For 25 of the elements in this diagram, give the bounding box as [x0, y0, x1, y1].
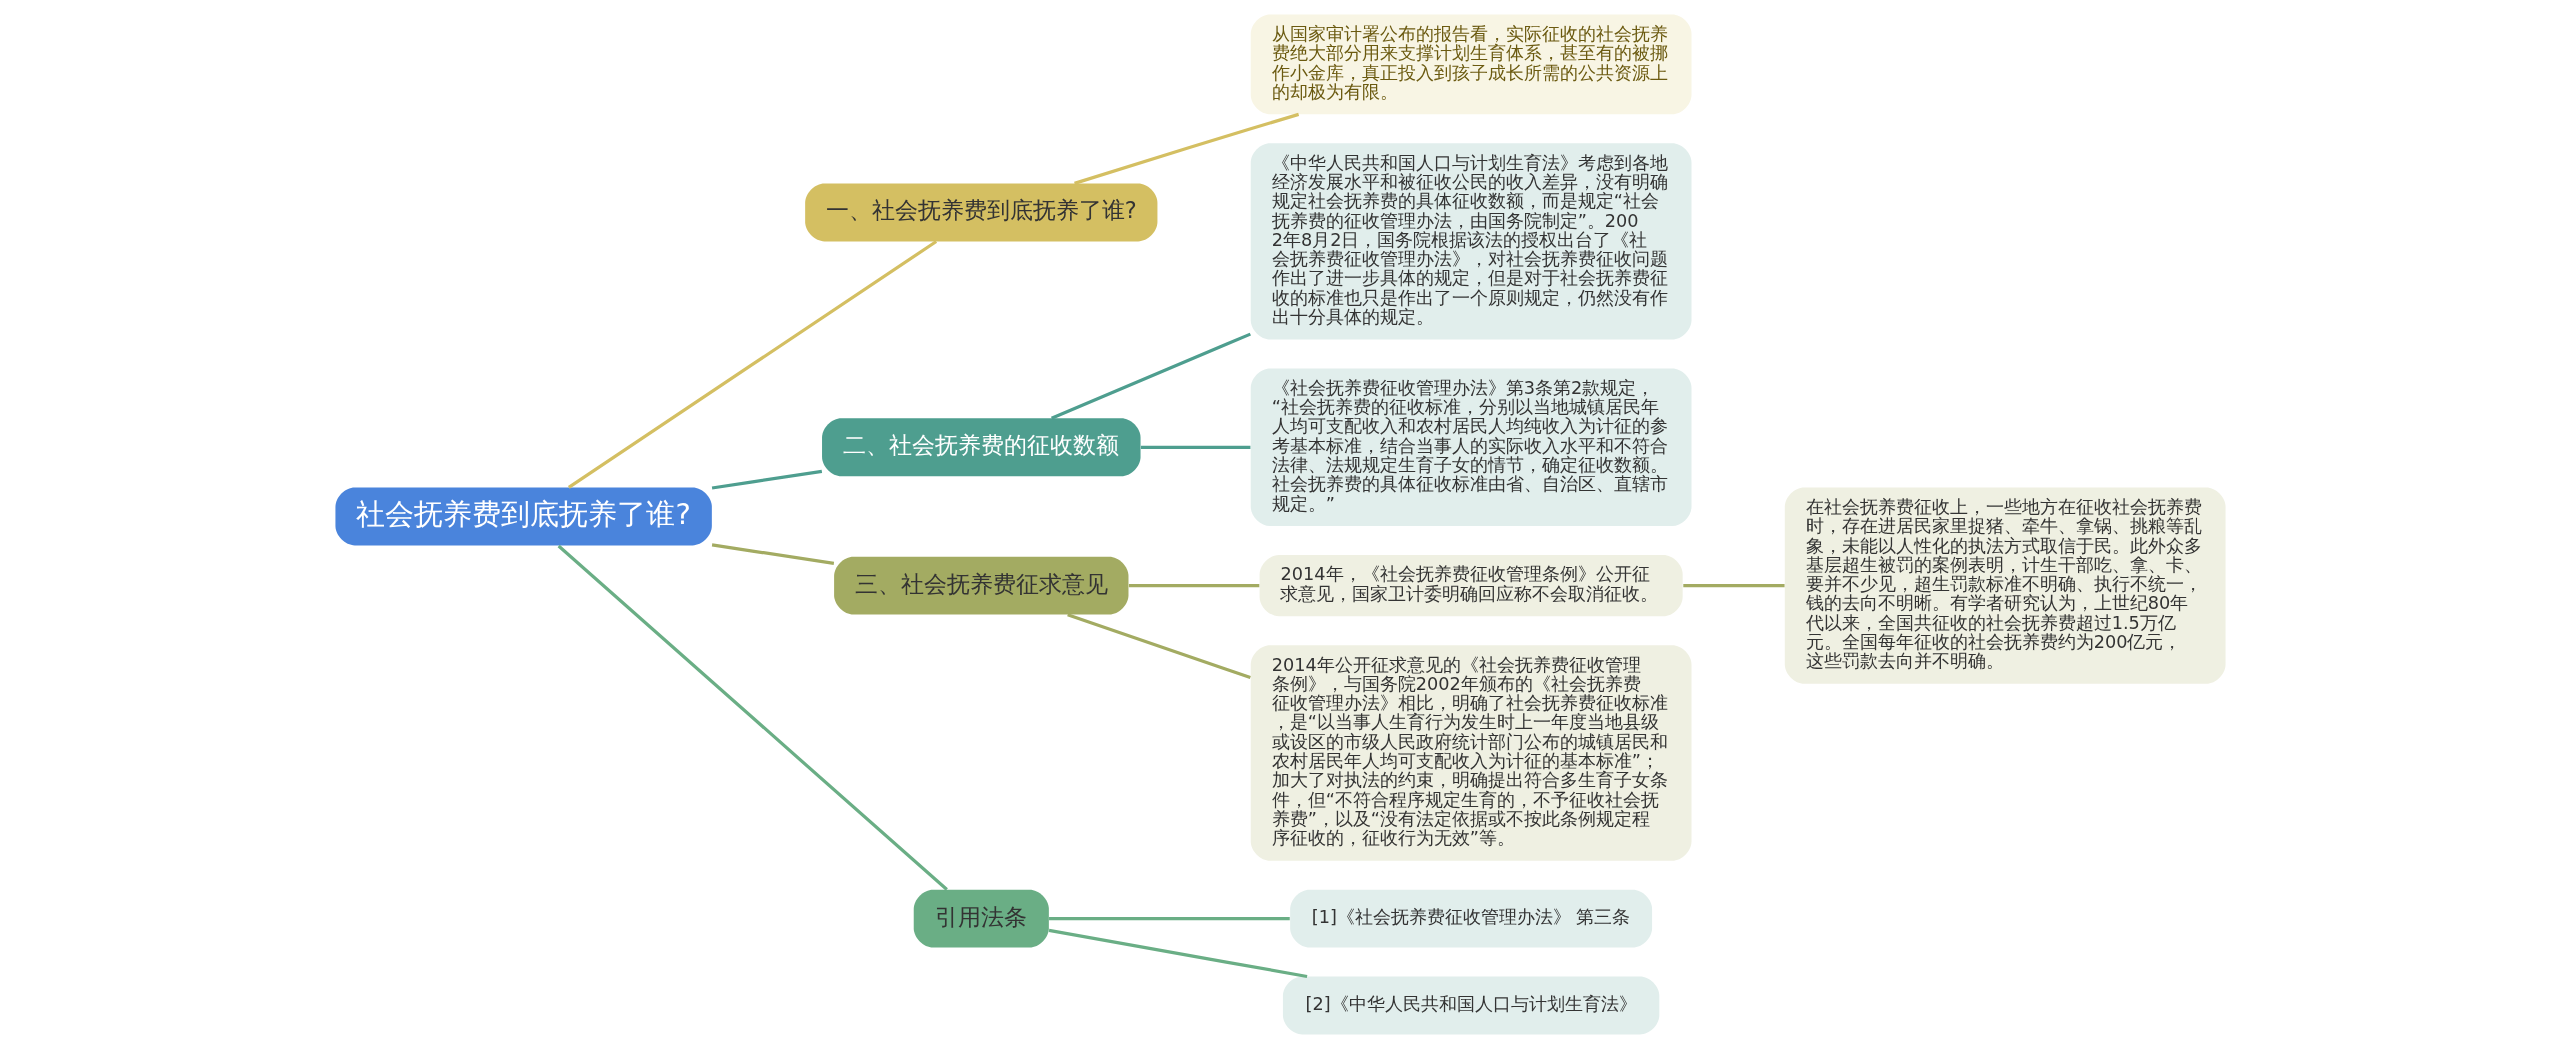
- node-box: 一、社会抚养费到底抚养了谁?: [804, 183, 1157, 242]
- node-box: [2]《中华人民共和国人口与计划生育法》: [1282, 976, 1659, 1035]
- node-box: [1]《社会抚养费征收管理办法》 第三条: [1289, 889, 1652, 948]
- node-box: 《社会抚养费征收管理办法》第3条第2款规定，“社会抚养费的征收标准，分别以当地城镇居民年人均可支配收入和农村居民人均纯收入为计征的参考基本标准，结合当事人的实际收入水平和不符合法律、法规规定生育子女的情节，确定征收数额。社会抚养费的具体征收标准由省、自治区、直辖市规定。”: [1250, 368, 1691, 527]
- connector: [1048, 928, 1307, 979]
- node-box: 2014年，《社会抚养费征收管理条例》公开征求意见，国家卫计委明确回应称不会取消征收。: [1259, 555, 1683, 617]
- connector: [1050, 332, 1251, 420]
- connector: [1073, 112, 1299, 185]
- connector: [711, 469, 822, 490]
- node-box: 《中华人民共和国人口与计划生育法》考虑到各地经济发展水平和被征收公民的收入差异，没有明确规定社会抚养费的具体征收数额，而是规定“社会抚养费的征收管理办法，由国务院制定”。2002年8月2日，国务院根据该法的授权出台了《社会抚养费征收管理办法》，对社会抚养费征收问题作出了进一步具体的规定，但是对于社会抚养费征收的标准也只是作出了一个原则规定，仍然没有作出十分具体的规定。: [1250, 143, 1691, 340]
- connector: [1128, 584, 1259, 588]
- connector: [1066, 613, 1251, 680]
- connector: [557, 544, 948, 891]
- connector: [1048, 917, 1290, 921]
- node-box: 2014年公开征求意见的《社会抚养费征收管理条例》，与国务院2002年颁布的《社会抚养费征收管理办法》相比，明确了社会抚养费征收标准，是“以当事人生育行为发生时上一年度当地县级或设区的市级人民政府统计部门公布的城镇居民和农村居民年人均可支配收入为计征的基本标准”；加大了对执法的约束，明确提出符合多生育子女条件，但“不符合程序规定生育的，不予征收社会抚养费”，以及“没有法定依据或不按此条例规定程序征收的，征收行为无效”等。: [1250, 645, 1691, 861]
- node-box: 社会抚养费到底抚养了谁?: [334, 487, 712, 546]
- node-box: 引用法条: [913, 889, 1049, 948]
- connector: [711, 543, 834, 566]
- node-box: 三、社会抚养费征求意见: [833, 556, 1128, 615]
- node-box: 二、社会抚养费的征收数额: [821, 418, 1141, 477]
- connector: [567, 240, 937, 489]
- connector: [1140, 445, 1250, 449]
- node-box: 在社会抚养费征收上，一些地方在征收社会抚养费时，存在进居民家里捉猪、牵牛、拿锅、挑粮等乱象，未能以人性化的执法方式取信于民。此外众多基层超生被罚的案例表明，计生干部吃、拿、卡、要并不少见，超生罚款标准不明确、执行不统一，钱的去向不明晰。有学者研究认为，上世纪80年代以来，全国共征收的社会抚养费超过1.5万亿元。全国每年征收的社会抚养费约为200亿元，这些罚款去向并不明确。: [1784, 487, 2226, 684]
- node-box: 从国家审计署公布的报告看，实际征收的社会抚养费绝大部分用来支撑计划生育体系，甚至有的被挪作小金库，真正投入到孩子成长所需的公共资源上的却极为有限。: [1250, 14, 1691, 115]
- connector: [1682, 584, 1785, 588]
